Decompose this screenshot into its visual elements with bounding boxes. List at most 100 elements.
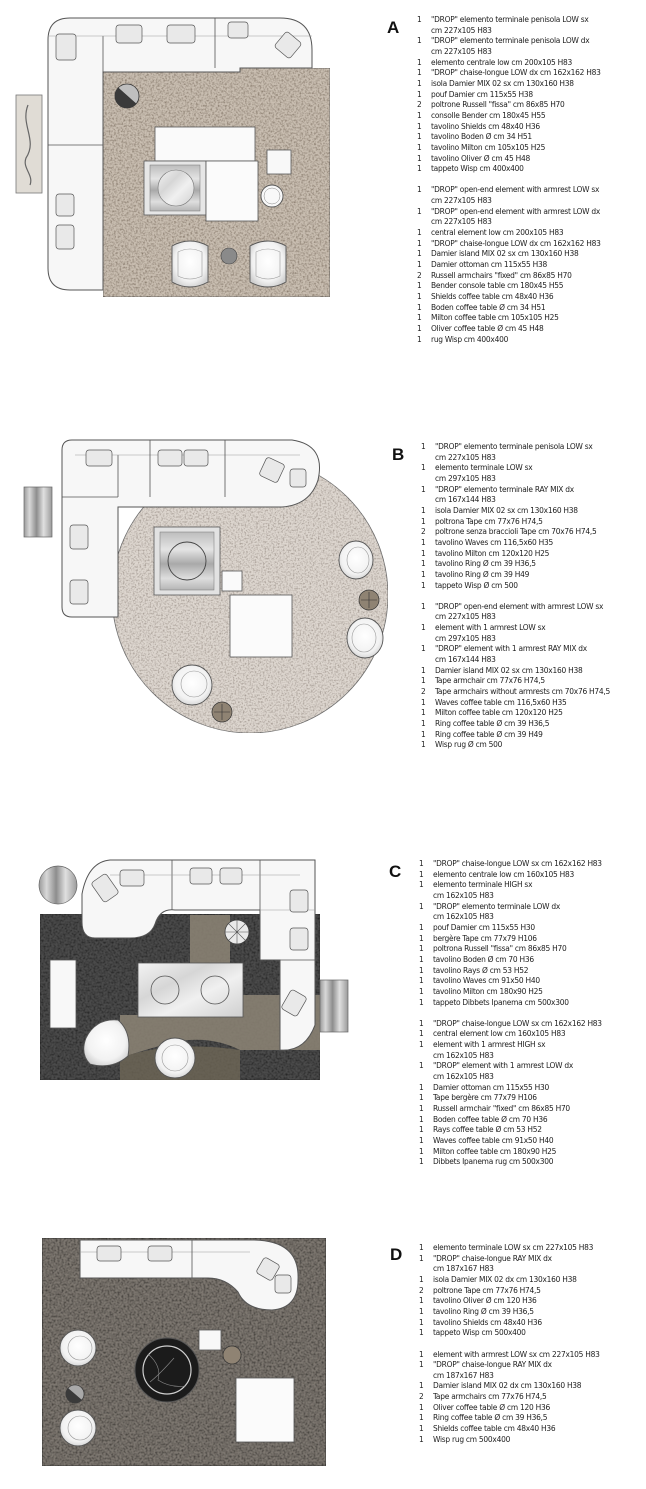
item-quantity: 1 xyxy=(421,568,426,579)
item-quantity: 1 xyxy=(419,996,424,1007)
item-quantity: 1 xyxy=(419,1081,424,1092)
item-quantity: 1 xyxy=(421,622,426,633)
item-quantity: 1 xyxy=(419,921,424,932)
list-item: 1 elemento terminale HIGH sx cm 162x105 H… xyxy=(419,879,602,900)
item-description: Ring coffee table Ø cm 39 H49 xyxy=(435,728,543,739)
item-quantity: 1 xyxy=(419,943,424,954)
item-quantity: 2 xyxy=(417,269,422,280)
item-description: "DROP" chaise-longue LOW dx cm 162x162 H… xyxy=(431,67,601,78)
item-description: Oliver coffee table Ø cm 45 H48 xyxy=(431,322,544,333)
table-milton xyxy=(229,594,293,658)
item-quantity: 1 xyxy=(421,600,426,611)
list-item: 1 pouf Damier cm 115x55 H30 xyxy=(419,922,602,933)
bergere-tape xyxy=(83,1019,130,1067)
item-quantity: 1 xyxy=(419,1156,424,1167)
item-quantity: 1 xyxy=(417,77,422,88)
item-description: Damier ottoman cm 115x55 H30 xyxy=(433,1081,550,1092)
item-description: elemento centrale low cm 200x105 H83 xyxy=(431,56,573,67)
layout-a: A 1"DROP" elemento terminale penisola LO… xyxy=(0,0,646,400)
list-item: 1"DROP" open-end element with armrest LO… xyxy=(417,184,601,205)
floor-plan-d xyxy=(41,1237,327,1467)
item-quantity: 1 xyxy=(421,664,426,675)
sofa-drop xyxy=(61,439,320,618)
item-description: poltrona Tape cm 77x76 H74,5 xyxy=(435,515,543,526)
item-description: tavolino Oliver Ø cm 120 H36 xyxy=(433,1295,537,1306)
item-quantity: 1 xyxy=(421,718,426,728)
item-quantity: 1 xyxy=(417,248,422,259)
item-description: tappeto Wisp cm 500x400 xyxy=(433,1327,526,1338)
sofa-drop xyxy=(81,859,316,1051)
item-description: Dibbets Ipanema rug cm 500x300 xyxy=(433,1156,554,1167)
item-description: tavolino Milton cm 120x120 H25 xyxy=(435,547,550,558)
item-quantity: 1 xyxy=(419,879,424,890)
item-description: "DROP" chaise-longue LOW dx cm 162x162 H… xyxy=(431,237,601,248)
item-quantity: 1 xyxy=(417,56,422,67)
item-list-a: 1"DROP" elemento terminale penisola LOW … xyxy=(417,14,601,344)
list-item: 1 Oliver coffee table Ø cm 45 H48 xyxy=(417,323,601,334)
list-item: 1"DROP" element with 1 armrest LOW dx cm… xyxy=(419,1060,602,1081)
item-quantity: 1 xyxy=(419,1103,424,1114)
ottoman-damier xyxy=(49,959,77,1029)
list-item: 1"DROP" elemento terminale penisola LOW … xyxy=(417,14,601,35)
item-quantity: 1 xyxy=(417,237,422,248)
armchair-tape xyxy=(338,540,374,580)
item-quantity: 1 xyxy=(419,1017,424,1028)
item-quantity: 1 xyxy=(419,1348,424,1359)
item-quantity: 1 xyxy=(421,547,426,558)
layout-c: C 1"DROP" chaise-longue LOW sx cm 162x16… xyxy=(0,820,646,1210)
list-item: 1"DROP" elemento terminale penisola LOW … xyxy=(417,35,601,56)
item-description: Boden coffee table Ø cm 34 H51 xyxy=(431,301,546,312)
item-quantity: 1 xyxy=(417,152,422,163)
item-quantity: 1 xyxy=(421,579,426,590)
item-description: element with 1 armrest HIGH sx cm 162x10… xyxy=(433,1039,546,1060)
item-quantity: 1 xyxy=(421,441,426,451)
item-description: pouf Damier cm 115x55 H30 xyxy=(433,921,535,932)
item-quantity: 1 xyxy=(419,1359,424,1370)
item-description: tappeto Dibbets Ipanema cm 500x300 xyxy=(433,996,569,1007)
item-quantity: 1 xyxy=(417,301,422,312)
item-quantity: 1 xyxy=(417,322,422,333)
armchair-tape xyxy=(59,1409,97,1447)
item-quantity: 1 xyxy=(419,1242,424,1252)
item-quantity: 1 xyxy=(417,131,422,142)
item-quantity: 1 xyxy=(421,728,426,739)
item-description: "DROP" elemento terminale RAY MIX dx cm … xyxy=(435,483,574,505)
item-list-b: 1"DROP" elemento terminale penisola LOW … xyxy=(421,441,610,750)
item-description: tavolino Shields cm 48x40 H36 xyxy=(431,120,540,131)
item-description: elemento centrale low cm 160x105 H83 xyxy=(433,868,575,879)
item-quantity: 1 xyxy=(421,536,426,547)
item-quantity: 1 xyxy=(419,1401,424,1412)
item-quantity: 1 xyxy=(419,1039,424,1050)
item-description: Shields coffee table cm 48x40 H36 xyxy=(431,291,554,301)
item-quantity: 1 xyxy=(419,1423,424,1434)
item-description: isola Damier MIX 02 sx cm 130x160 H38 xyxy=(435,504,578,515)
item-description: Tape armchairs cm 77x76 H74,5 xyxy=(433,1391,547,1402)
list-item: 1 Damier ottoman cm 115x55 H30 xyxy=(419,1082,602,1093)
item-quantity: 1 xyxy=(417,280,422,291)
item-description: central element low cm 160x105 H83 xyxy=(433,1028,566,1039)
item-description: tavolino Boden Ø cm 34 H51 xyxy=(431,131,532,142)
item-description: Tape armchair cm 77x76 H74,5 xyxy=(435,675,545,686)
item-description: elemento terminale HIGH sx cm 162x105 H8… xyxy=(433,879,533,900)
table-oliver xyxy=(260,184,284,208)
floor-plan-c xyxy=(38,859,349,1081)
list-item: 1 Dibbets Ipanema rug cm 500x300 xyxy=(419,1156,602,1167)
